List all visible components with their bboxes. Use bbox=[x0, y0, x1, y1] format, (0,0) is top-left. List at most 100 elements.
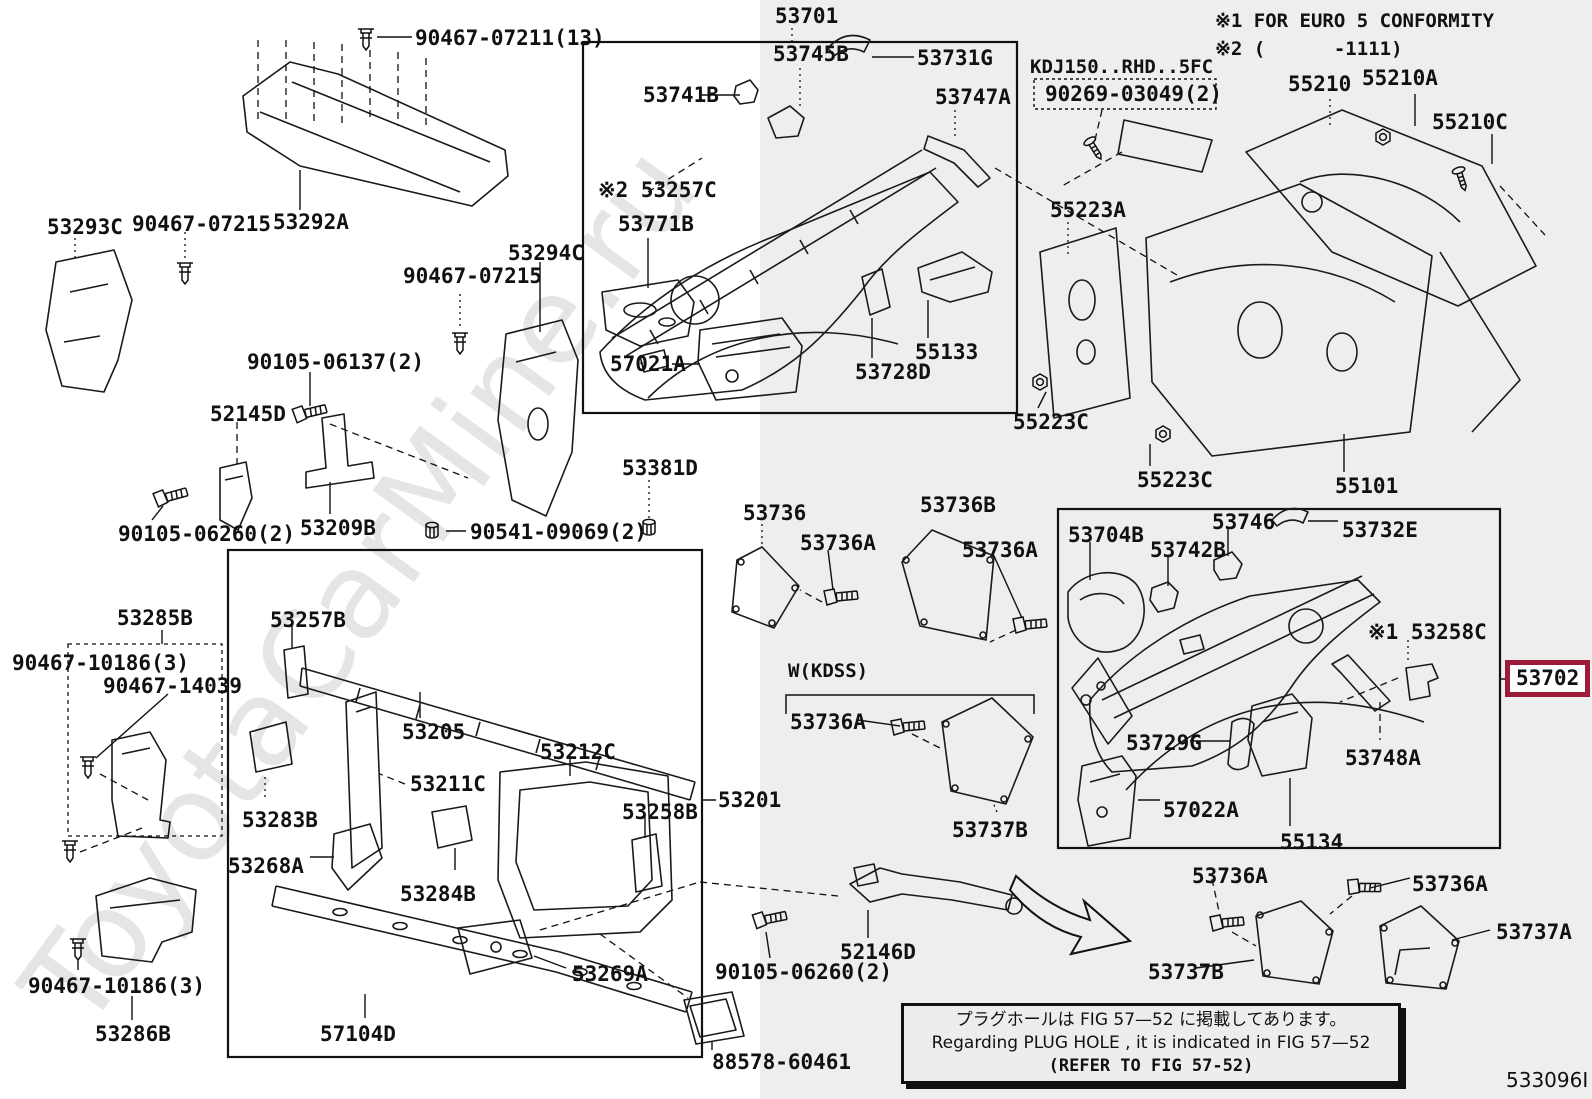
part-label-53381d[interactable]: 53381D bbox=[622, 456, 698, 480]
part-label-53286b[interactable]: 53286B bbox=[95, 1022, 171, 1046]
part-label-53747a[interactable]: 53747A bbox=[935, 85, 1011, 109]
part-label-904670721113[interactable]: 90467-07211(13) bbox=[415, 26, 605, 50]
part-label-55223c[interactable]: 55223C bbox=[1137, 468, 1213, 492]
plug-hole-note-ref: (REFER TO FIG 57-52) bbox=[1048, 1056, 1254, 1076]
part-label-53731g[interactable]: 53731G bbox=[917, 46, 993, 70]
part-label-153258c[interactable]: ※1 53258C bbox=[1368, 620, 1487, 644]
part-label-253257c[interactable]: ※2 53257C bbox=[598, 178, 717, 202]
part-label-9046707215[interactable]: 90467-07215 bbox=[132, 212, 272, 236]
part-88578 bbox=[683, 991, 745, 1045]
part-label-53732e[interactable]: 53732E bbox=[1342, 518, 1418, 542]
part-53211c bbox=[345, 691, 383, 869]
part-label-8857860461[interactable]: 88578-60461 bbox=[712, 1050, 852, 1074]
part-label-53736[interactable]: 53736 bbox=[743, 501, 807, 525]
part-57104d bbox=[271, 885, 693, 1013]
part-label-53269a[interactable]: 53269A bbox=[572, 962, 648, 986]
part-outlines bbox=[45, 34, 1537, 1045]
part-label-53741b[interactable]: 53741B bbox=[643, 83, 719, 107]
note-label-1foreuro5conformity: ※1 FOR EURO 5 CONFORMITY bbox=[1215, 10, 1495, 32]
part-label-53285b[interactable]: 53285B bbox=[117, 606, 193, 630]
part-label-53729g[interactable]: 53729G bbox=[1126, 731, 1202, 755]
figure-code: 533096I bbox=[1506, 1068, 1589, 1092]
part-53284b bbox=[431, 805, 473, 849]
part-label-90467101863[interactable]: 90467-10186(3) bbox=[28, 974, 206, 998]
part-label-90105061372[interactable]: 90105-06137(2) bbox=[247, 350, 425, 374]
part-label-53209b[interactable]: 53209B bbox=[300, 516, 376, 540]
part-label-53292a[interactable]: 53292A bbox=[273, 210, 349, 234]
part-label-53771b[interactable]: 53771B bbox=[618, 212, 694, 236]
part-55134 bbox=[1247, 693, 1313, 777]
part-label-53736a[interactable]: 53736A bbox=[1412, 872, 1488, 896]
part-label-53268a[interactable]: 53268A bbox=[228, 854, 304, 878]
part-label-53728d[interactable]: 53728D bbox=[855, 360, 931, 384]
part-53212c bbox=[497, 761, 673, 939]
part-label-53212c[interactable]: 53212C bbox=[540, 740, 616, 764]
part-53704b bbox=[1067, 571, 1145, 653]
part-label-55223a[interactable]: 55223A bbox=[1050, 198, 1126, 222]
part-label-53257b[interactable]: 53257B bbox=[270, 608, 346, 632]
part-label-53211c[interactable]: 53211C bbox=[410, 772, 486, 796]
part-label-53258b[interactable]: 53258B bbox=[622, 800, 698, 824]
part-label-9046714039[interactable]: 90467-14039 bbox=[103, 674, 243, 698]
part-label-52146d[interactable]: 52146D bbox=[840, 940, 916, 964]
gray-backdrop bbox=[760, 0, 1592, 1099]
part-label-53746[interactable]: 53746 bbox=[1212, 510, 1276, 534]
plug-hole-note-box: プラグホールは FIG 57—52 に掲載してあります。 Regarding P… bbox=[901, 1003, 1401, 1084]
part-label-53284b[interactable]: 53284B bbox=[400, 882, 476, 906]
part-label-55223c[interactable]: 55223C bbox=[1013, 410, 1089, 434]
part-label-90105062602[interactable]: 90105-06260(2) bbox=[715, 960, 893, 984]
part-53737b bbox=[1255, 900, 1334, 985]
box-90269-variant bbox=[1033, 78, 1217, 110]
part-label-53702[interactable]: 53702 bbox=[1505, 660, 1591, 697]
part-90269-plate bbox=[1117, 119, 1213, 173]
part-55101 bbox=[1145, 183, 1433, 457]
part-57022a bbox=[1077, 755, 1137, 847]
part-label-53704b[interactable]: 53704B bbox=[1068, 523, 1144, 547]
kdss-bracket bbox=[785, 694, 1035, 714]
part-label-53294c[interactable]: 53294C bbox=[508, 241, 584, 265]
part-label-53737b[interactable]: 53737B bbox=[1148, 960, 1224, 984]
part-53294c bbox=[497, 319, 579, 517]
part-label-53201[interactable]: 53201 bbox=[718, 788, 782, 812]
part-label-52145d[interactable]: 52145D bbox=[210, 402, 286, 426]
part-label-53748a[interactable]: 53748A bbox=[1345, 746, 1421, 770]
part-label-53737b[interactable]: 53737B bbox=[952, 818, 1028, 842]
part-label-9046707215[interactable]: 90467-07215 bbox=[403, 264, 543, 288]
part-label-57021a[interactable]: 57021A bbox=[610, 352, 686, 376]
part-53745b bbox=[767, 105, 805, 139]
part-label-53701[interactable]: 53701 bbox=[775, 4, 839, 28]
part-53732e bbox=[1271, 507, 1309, 527]
part-53748a bbox=[1331, 654, 1391, 712]
part-53729g bbox=[1227, 717, 1255, 771]
part-label-53205[interactable]: 53205 bbox=[402, 720, 466, 744]
part-label-55134[interactable]: 55134 bbox=[1280, 830, 1344, 854]
part-label-90541090692[interactable]: 90541-09069(2) bbox=[470, 520, 648, 544]
part-53746 bbox=[1213, 551, 1243, 581]
part-label-53293c[interactable]: 53293C bbox=[47, 215, 123, 239]
part-label-55210[interactable]: 55210 bbox=[1288, 72, 1352, 96]
part-label-53736b[interactable]: 53736B bbox=[920, 493, 996, 517]
part-label-90467101863[interactable]: 90467-10186(3) bbox=[12, 651, 190, 675]
part-label-53742b[interactable]: 53742B bbox=[1150, 538, 1226, 562]
part-label-57104d[interactable]: 57104D bbox=[320, 1022, 396, 1046]
part-label-55133[interactable]: 55133 bbox=[915, 340, 979, 364]
part-label-90269030492[interactable]: 90269-03049(2) bbox=[1045, 82, 1223, 106]
part-53293c bbox=[45, 249, 133, 393]
part-label-53736a[interactable]: 53736A bbox=[962, 538, 1038, 562]
part-52146d bbox=[849, 863, 1013, 911]
part-label-53283b[interactable]: 53283B bbox=[242, 808, 318, 832]
part-label-53736a[interactable]: 53736A bbox=[800, 531, 876, 555]
part-label-55210a[interactable]: 55210A bbox=[1362, 66, 1438, 90]
part-53209b bbox=[305, 413, 375, 489]
part-label-90105062602[interactable]: 90105-06260(2) bbox=[118, 522, 296, 546]
part-53741b bbox=[733, 79, 759, 105]
part-label-55210c[interactable]: 55210C bbox=[1432, 110, 1508, 134]
part-label-53736a[interactable]: 53736A bbox=[1192, 864, 1268, 888]
part-label-53736a[interactable]: 53736A bbox=[790, 710, 866, 734]
part-label-57022a[interactable]: 57022A bbox=[1163, 798, 1239, 822]
part-label-53745b[interactable]: 53745B bbox=[773, 42, 849, 66]
part-label-55101[interactable]: 55101 bbox=[1335, 474, 1399, 498]
part-label-53737a[interactable]: 53737A bbox=[1496, 920, 1572, 944]
